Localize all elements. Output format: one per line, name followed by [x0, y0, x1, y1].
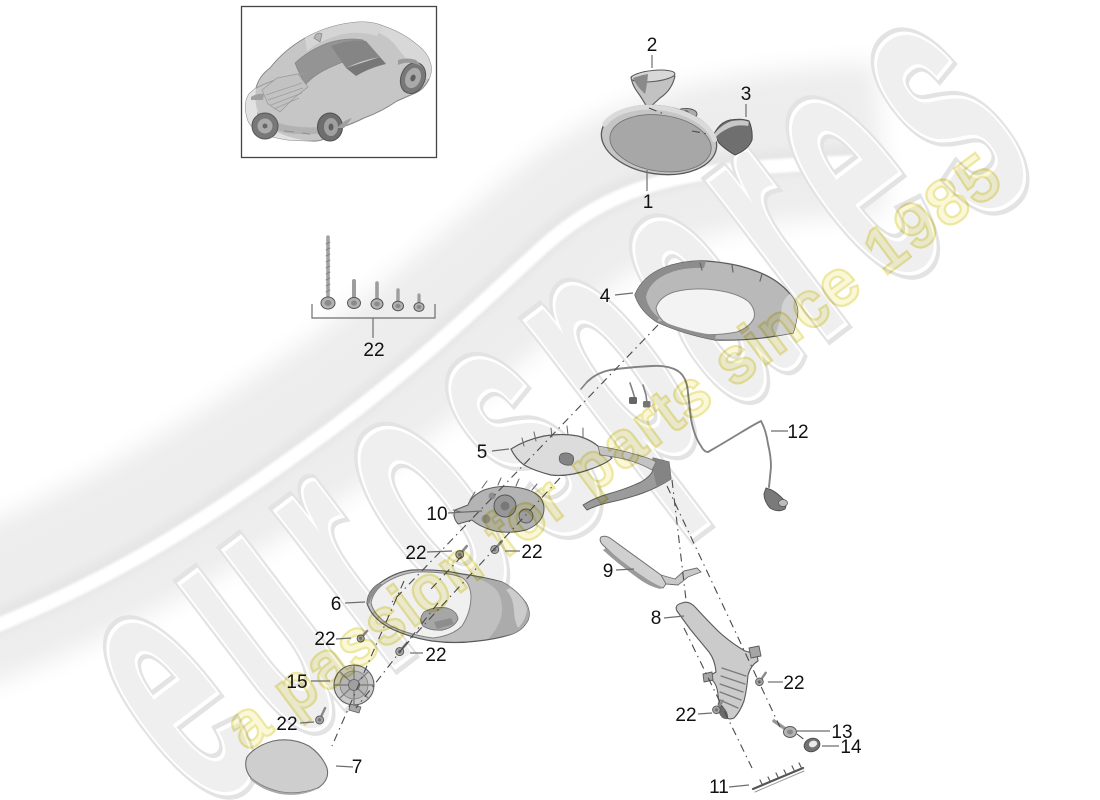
svg-text:22: 22 — [783, 673, 804, 694]
svg-text:3: 3 — [741, 84, 752, 105]
svg-text:9: 9 — [603, 561, 614, 582]
svg-text:22: 22 — [425, 645, 446, 666]
svg-text:2: 2 — [647, 35, 658, 56]
svg-text:22: 22 — [314, 629, 335, 650]
svg-text:22: 22 — [363, 340, 384, 361]
svg-text:22: 22 — [675, 705, 696, 726]
svg-text:6: 6 — [331, 594, 342, 615]
svg-text:22: 22 — [405, 543, 426, 564]
svg-text:13: 13 — [831, 722, 852, 743]
svg-text:15: 15 — [286, 672, 307, 693]
svg-text:22: 22 — [521, 542, 542, 563]
svg-text:12: 12 — [787, 422, 808, 443]
svg-text:4: 4 — [600, 286, 611, 307]
svg-text:11: 11 — [709, 777, 729, 798]
svg-text:14: 14 — [840, 737, 862, 758]
svg-text:8: 8 — [651, 608, 662, 629]
svg-text:10: 10 — [426, 504, 447, 525]
svg-text:1: 1 — [643, 192, 654, 213]
svg-text:5: 5 — [477, 442, 488, 463]
svg-text:22: 22 — [276, 714, 297, 735]
svg-text:7: 7 — [352, 757, 363, 778]
